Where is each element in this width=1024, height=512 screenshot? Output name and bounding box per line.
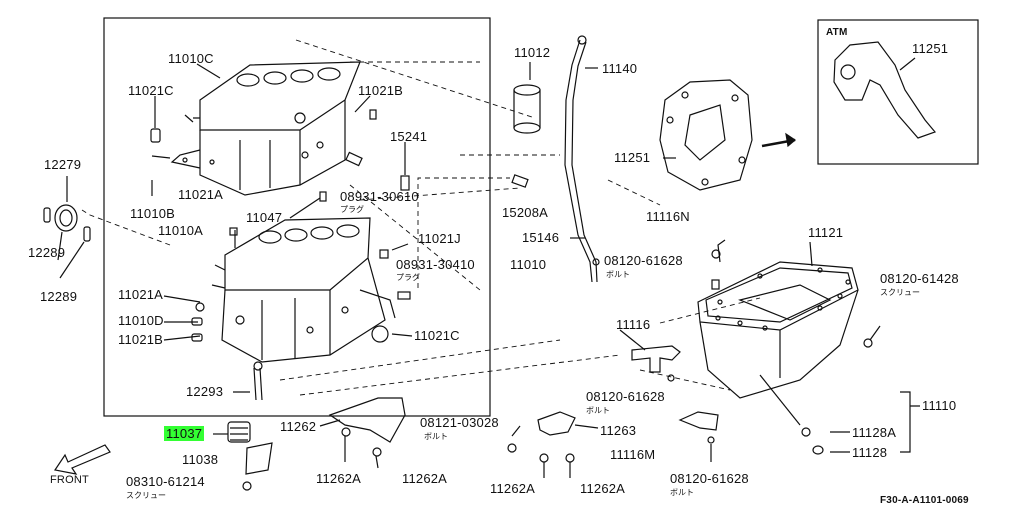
label-11251-main: 11251 (614, 150, 651, 165)
label-11116: 11116 (616, 317, 651, 332)
label-screw-1: スクリュー (126, 491, 166, 500)
label-11021j: 11021J (418, 231, 461, 246)
label-11262a-4: 11262A (580, 481, 626, 496)
label-11263: 11263 (600, 423, 637, 438)
label-11010c: 11010C (168, 51, 214, 66)
inset-title-atm: ATM (826, 27, 848, 38)
label-08121-03028: 08121-03028 (420, 415, 499, 430)
label-12279: 12279 (44, 157, 82, 172)
label-front: FRONT (50, 474, 89, 486)
label-screw-2: スクリュー (880, 288, 920, 297)
oil-strainer-drawing (227, 421, 251, 443)
label-11021c-mid: 11021C (414, 328, 460, 343)
label-bolt-4: ボルト (670, 488, 694, 497)
label-12293: 12293 (186, 384, 224, 399)
assembled-block-drawing (211, 217, 396, 363)
label-11116n: 11116N (646, 209, 690, 224)
label-11010b: 11010B (130, 206, 176, 221)
label-11110: 11110 (922, 398, 957, 413)
label-12289-a: 12289 (28, 245, 66, 260)
label-11021c-top: 11021C (128, 83, 174, 98)
label-11262a-3: 11262A (490, 481, 536, 496)
label-11251-atm: 11251 (912, 41, 949, 56)
oil-pan-drawing (697, 261, 859, 399)
label-11116m: 11116M (610, 447, 656, 462)
label-08120-61628-c: 08120-61628 (670, 471, 749, 486)
label-15208a: 15208A (502, 205, 549, 220)
label-11262a-1: 11262A (316, 471, 362, 486)
label-bolt-1: ボルト (424, 432, 448, 441)
label-15241: 15241 (390, 129, 428, 144)
diagram-code: F30-A-A1101-0069 (880, 495, 969, 506)
label-11021b-top: 11021B (358, 83, 404, 98)
label-11047: 11047 (246, 210, 283, 225)
label-08310-61214: 08310-61214 (126, 474, 205, 489)
dipstick-drawing (564, 39, 593, 283)
drive-plate-drawing (659, 79, 753, 191)
front-arrow-shape (53, 444, 111, 475)
label-bolt-3: ボルト (586, 406, 610, 415)
label-11140: 11140 (602, 61, 638, 76)
label-11262: 11262 (280, 419, 317, 434)
label-11010: 11010 (510, 257, 547, 272)
cylinder-block-frame (103, 17, 491, 417)
label-11037-highlighted: 11037 (164, 426, 205, 441)
label-11021b-mid: 11021B (118, 332, 164, 347)
label-11128a: 11128A (852, 425, 897, 440)
label-11038: 11038 (182, 452, 219, 467)
label-15146: 15146 (522, 230, 560, 245)
atm-inset-frame (817, 19, 979, 165)
label-08120-61428: 08120-61428 (880, 271, 959, 286)
bare-block-drawing (170, 61, 361, 196)
label-11010d: 11010D (118, 313, 164, 328)
label-11021a-top: 11021A (178, 187, 224, 202)
label-11010a: 11010A (158, 223, 204, 238)
label-11012: 11012 (514, 45, 551, 60)
label-bolt-2: ボルト (606, 270, 630, 279)
label-11121: 11121 (808, 225, 844, 240)
label-11262a-2: 11262A (402, 471, 448, 486)
label-08931-30610: 08931-30610 (340, 189, 419, 204)
highlighted-part-11037: 11037 (164, 426, 205, 441)
label-plug-1: プラグ (340, 205, 364, 214)
label-08120-61628-b: 08120-61628 (586, 389, 665, 404)
label-plug-2: プラグ (396, 273, 420, 282)
label-11128: 11128 (852, 445, 888, 460)
label-11021a-mid: 11021A (118, 287, 164, 302)
label-12289-b: 12289 (40, 289, 78, 304)
label-08931-30410: 08931-30410 (396, 257, 475, 272)
label-08120-61628-a: 08120-61628 (604, 253, 683, 268)
